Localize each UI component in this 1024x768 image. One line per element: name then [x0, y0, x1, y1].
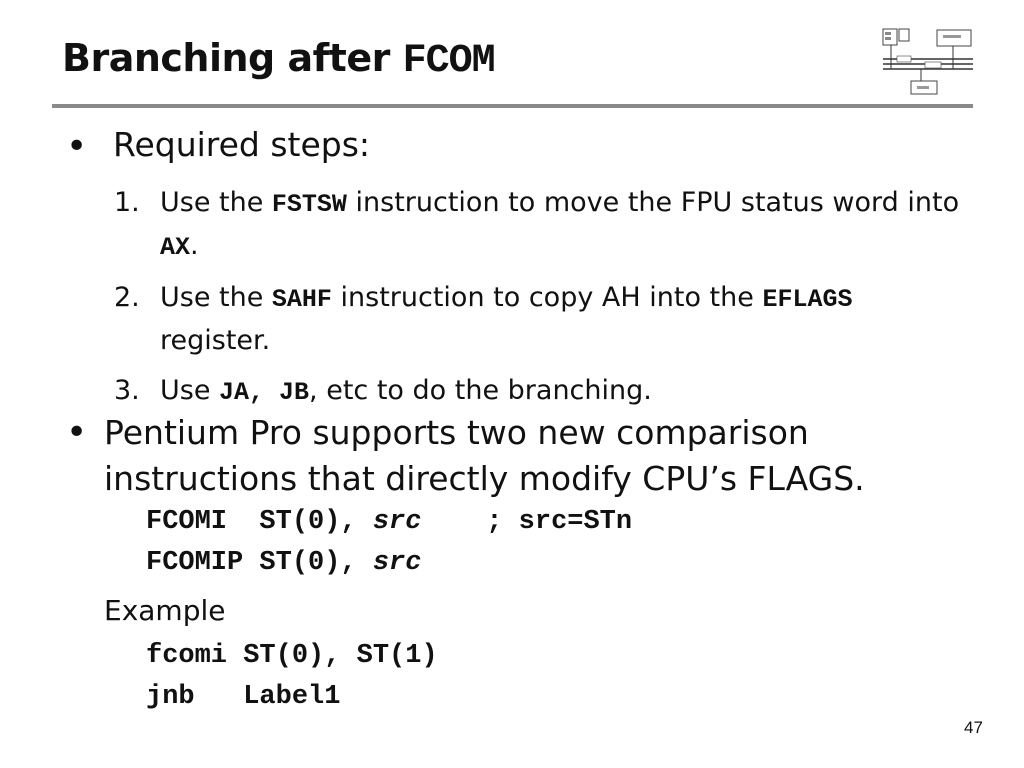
step-code: AX [160, 233, 191, 262]
bullet-marker: • [66, 126, 88, 167]
step-number: 1. [114, 187, 140, 218]
step-item: 1. Use the FSTSW instruction to move the … [114, 182, 964, 268]
required-steps-heading: Required steps: [113, 125, 371, 164]
step-text: instruction to move the FPU status word … [346, 187, 960, 218]
computer-architecture-diagram-icon [882, 28, 973, 95]
bullet-marker: • [66, 412, 88, 453]
example-code-line: fcomi ST(0), ST(1) [146, 641, 438, 671]
pentium-pro-paragraph: Pentium Pro supports two new comparison … [104, 413, 865, 498]
step-item: 2. Use the SAHF instruction to copy AH in… [114, 277, 964, 361]
step-code: EFLAGS [762, 285, 853, 314]
code-text: FCOMI ST(0), [146, 507, 373, 537]
step-text: Use the [160, 187, 272, 218]
code-text: FCOMIP ST(0), [146, 548, 373, 578]
step-code: FSTSW [271, 190, 347, 219]
step-code: JA, JB [219, 378, 310, 407]
example-label: Example [104, 594, 226, 627]
code-comment: ; src=STn [421, 507, 633, 537]
step-text: register. [160, 325, 271, 356]
step-number: 2. [114, 282, 140, 313]
example-code-line: jnb Label1 [146, 682, 341, 712]
step-text: instruction to copy AH into the [331, 282, 763, 313]
step-code: SAHF [271, 285, 332, 314]
step-number: 3. [114, 375, 140, 406]
code-line: FCOMIP ST(0), src [146, 548, 421, 578]
step-text: . [190, 230, 199, 261]
step-text: Use [160, 375, 220, 406]
step-text: Use the [160, 282, 272, 313]
code-operand: src [372, 548, 422, 578]
step-item: 3. Use JA, JB, etc to do the branching. [114, 370, 964, 413]
steps-list: 1. Use the FSTSW instruction to move the … [114, 182, 964, 422]
title-divider [52, 104, 973, 108]
slide-title: Branching after FCOM [62, 36, 496, 84]
page-number: 47 [964, 718, 983, 737]
title-code: FCOM [402, 39, 496, 84]
code-line: FCOMI ST(0), src ; src=STn [146, 507, 632, 537]
step-text: , etc to do the branching. [309, 375, 652, 406]
code-operand: src [372, 507, 422, 537]
title-text: Branching after [62, 36, 403, 80]
